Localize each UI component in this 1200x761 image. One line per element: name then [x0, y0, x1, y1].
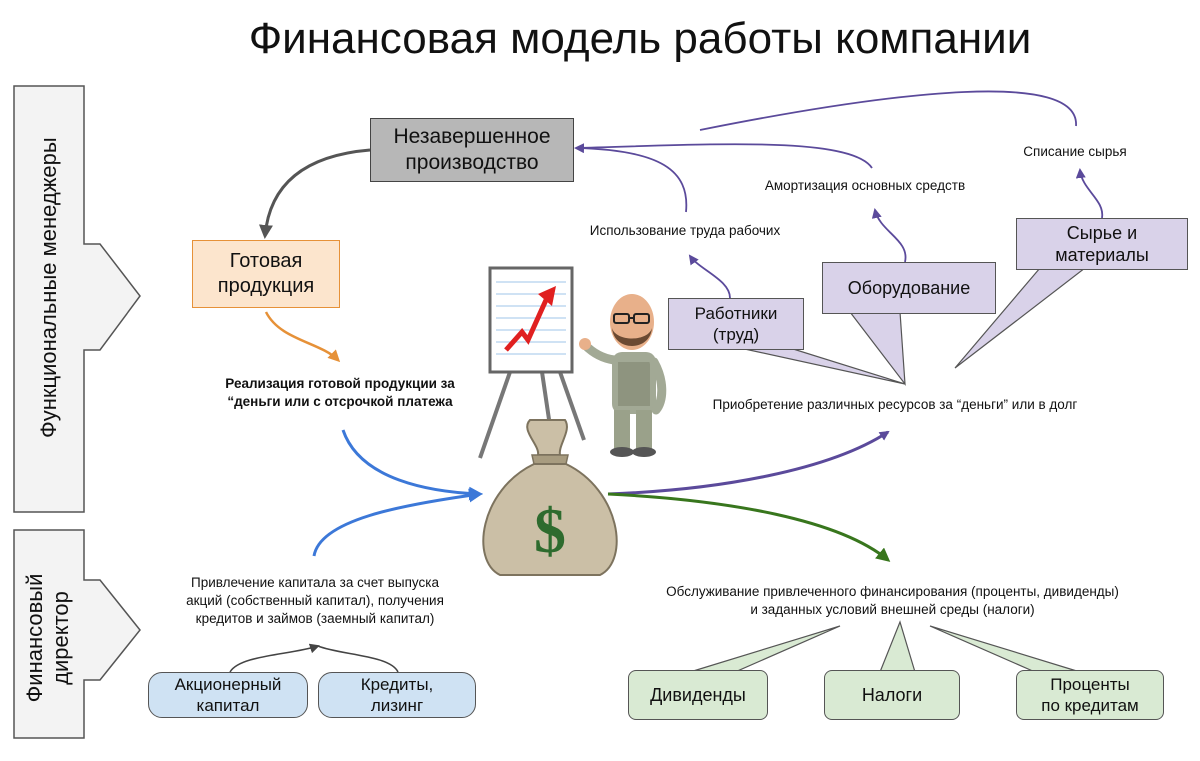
- writeoff-arrow: [700, 91, 1076, 130]
- finished-goods-line2: продукция: [218, 274, 315, 299]
- money-to-servicing-arrow: [608, 494, 888, 560]
- capital-label: Привлечение капитала за счет выпуска акц…: [150, 574, 480, 629]
- servicing-label-line2: и заданных условий внешней среды (налоги…: [620, 601, 1165, 619]
- credits-node: Кредиты, лизинг: [318, 672, 476, 718]
- workers-line1: Работники: [695, 303, 778, 324]
- servicing-label: Обслуживание привлеченного финансировани…: [620, 583, 1165, 619]
- capital-label-line1: Привлечение капитала за счет выпуска: [150, 574, 480, 592]
- managers-label: Функциональные менеджеры: [36, 158, 62, 438]
- equipment-to-depreciation-arrow: [875, 210, 906, 262]
- shareholders-line1: Акционерный: [175, 674, 282, 695]
- writeoff-label: Списание сырья: [1000, 143, 1150, 161]
- wip-node-line1: Незавершенное: [393, 124, 550, 150]
- materials-line2: материалы: [1055, 244, 1149, 267]
- presenter-icon: [480, 268, 662, 460]
- shareholders-node: Акционерный капитал: [148, 672, 308, 718]
- interest-line2: по кредитам: [1041, 695, 1139, 716]
- wip-node: Незавершенное производство: [370, 118, 574, 182]
- director-label: Финансовый директор: [22, 573, 78, 703]
- taxes-node: Налоги: [824, 670, 960, 720]
- managers-side-arrow: [14, 86, 140, 512]
- wip-to-finished-arrow: [265, 150, 370, 236]
- taxes-callout-tail: [880, 622, 915, 672]
- interest-callout-tail: [930, 626, 1080, 672]
- capital-to-money-arrow: [314, 494, 480, 556]
- capital-label-line3: кредитов и займов (заемный капитал): [150, 610, 480, 628]
- dividends-label: Дивиденды: [650, 684, 746, 707]
- sales-label-line1: Реализация готовой продукции за: [190, 375, 490, 393]
- wip-node-line2: производство: [405, 150, 538, 176]
- materials-line1: Сырье и: [1067, 222, 1137, 245]
- credits-line2: лизинг: [371, 695, 423, 716]
- dividends-callout-tail: [690, 626, 840, 672]
- labor-use-label: Использование труда рабочих: [560, 222, 810, 240]
- capital-label-line2: акций (собственный капитал), получения: [150, 592, 480, 610]
- sales-label: Реализация готовой продукции за “деньги …: [190, 375, 490, 411]
- interest-line1: Проценты: [1050, 674, 1130, 695]
- sales-to-money-arrow: [343, 430, 480, 494]
- shareholders-to-capital-arrow: [230, 646, 318, 672]
- svg-text:$: $: [534, 495, 566, 566]
- finished-goods-node: Готовая продукция: [192, 240, 340, 308]
- director-label-line2: директор: [48, 573, 74, 703]
- finished-goods-line1: Готовая: [230, 249, 303, 274]
- purchase-label: Приобретение различных ресурсов за “день…: [670, 396, 1120, 414]
- shareholders-line2: капитал: [197, 695, 260, 716]
- labor-arrow: [576, 148, 686, 212]
- servicing-label-line1: Обслуживание привлеченного финансировани…: [620, 583, 1165, 601]
- dividends-node: Дивиденды: [628, 670, 768, 720]
- workers-node: Работники (труд): [668, 298, 804, 350]
- interest-node: Проценты по кредитам: [1016, 670, 1164, 720]
- credits-line1: Кредиты,: [361, 674, 434, 695]
- equipment-node: Оборудование: [822, 262, 996, 314]
- sales-label-line2: “деньги или с отсрочкой платежа: [190, 393, 490, 411]
- finished-to-sales-arrow: [266, 312, 338, 360]
- depreciation-arrow: [576, 144, 872, 168]
- credits-to-capital-arrow: [318, 646, 398, 672]
- depreciation-label: Амортизация основных средств: [740, 177, 990, 195]
- director-label-line1: Финансовый: [22, 573, 48, 703]
- workers-line2: (труд): [713, 324, 759, 345]
- taxes-label: Налоги: [862, 684, 922, 707]
- workers-to-labor-arrow: [690, 256, 730, 298]
- materials-node: Сырье и материалы: [1016, 218, 1188, 270]
- workers-callout-tail: [740, 348, 905, 384]
- money-bag-icon: $: [483, 420, 616, 575]
- equipment-label: Оборудование: [848, 277, 970, 300]
- materials-to-writeoff-arrow: [1080, 170, 1102, 218]
